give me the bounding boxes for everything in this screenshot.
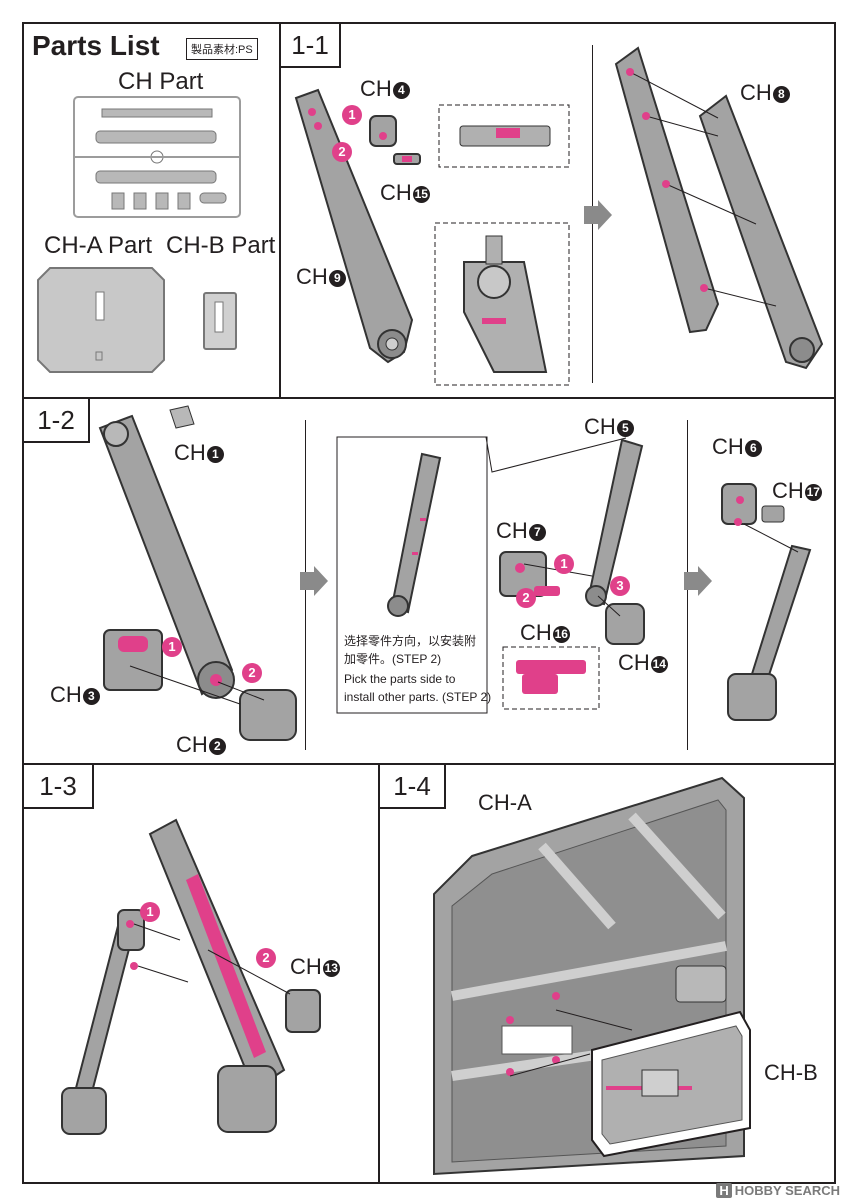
ch-part-label: CH Part: [118, 68, 204, 95]
next-arrow: [684, 566, 712, 596]
detail-box-ch16: [502, 646, 600, 710]
pin-1: 1: [554, 554, 574, 574]
material-badge: 製品素材:PS: [186, 38, 258, 60]
next-arrow: [300, 566, 328, 596]
leg-assembly-illustration: [98, 405, 297, 741]
pin-2: 2: [332, 142, 352, 162]
leg-final-illustration: [721, 483, 812, 721]
instruction-frame: [22, 22, 836, 1184]
divider: [378, 763, 380, 1184]
divider: [22, 397, 836, 399]
note-en-1: Pick the parts side to: [344, 672, 456, 686]
chb-callout-illustration: [509, 1009, 751, 1158]
step-1-2-tag: 1-2: [24, 399, 90, 443]
pin-2: 2: [256, 948, 276, 968]
step-1-4-tag: 1-4: [380, 765, 446, 809]
label-chb: CH-B: [764, 1060, 818, 1085]
detail-box-bracket: [434, 222, 570, 386]
step-1-3-tag: 1-3: [24, 765, 94, 809]
pin-3: 3: [610, 576, 630, 596]
tripod-leg-illustration: [61, 818, 321, 1135]
small-part-ch15: [393, 153, 421, 165]
label-cha: CH-A: [478, 790, 532, 815]
ch-runner-image: [73, 96, 241, 218]
next-arrow: [584, 200, 612, 230]
pin-1: 1: [342, 105, 362, 125]
chb-part-label: CH-B Part: [166, 232, 276, 259]
arm-assembly-illustration: [614, 46, 824, 370]
pin-2: 2: [516, 588, 536, 608]
pin-1: 1: [162, 637, 182, 657]
cha-part-label: CH-A Part: [44, 232, 153, 259]
arm-option-illustration: [387, 452, 442, 617]
small-part-ch4: [369, 115, 397, 147]
mid-arm-illustration: [499, 438, 645, 645]
parts-list-title: Parts List: [32, 30, 160, 61]
detail-box-pin: [438, 104, 570, 168]
divider: [279, 22, 281, 398]
callout-outline: [336, 436, 627, 714]
chb-part-image: [203, 292, 237, 350]
arm-part-illustration: [294, 88, 414, 364]
cha-plate-image: [37, 267, 165, 373]
divider: [22, 763, 836, 765]
step-1-1-tag: 1-1: [281, 24, 341, 68]
pin-2: 2: [242, 663, 262, 683]
note-zh: 选择零件方向，以安装附加零件。(STEP 2): [344, 634, 477, 666]
pin-1: 1: [140, 902, 160, 922]
note-en-2: install other parts. (STEP 2): [344, 690, 492, 704]
